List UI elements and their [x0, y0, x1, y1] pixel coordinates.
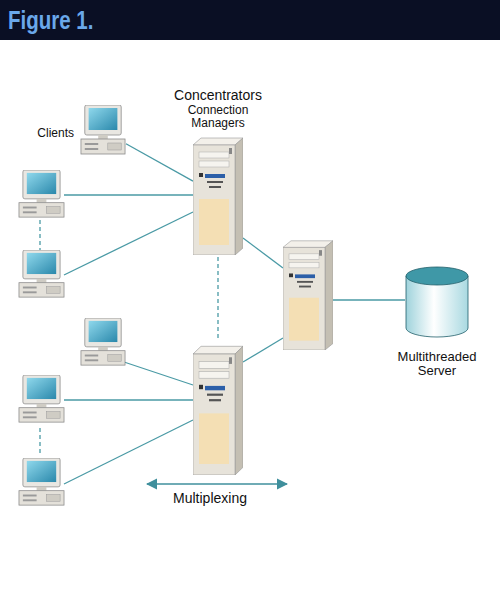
server-tower — [283, 241, 333, 350]
node-label: Clients — [26, 127, 74, 140]
title-bar: Figure 1. — [0, 0, 500, 40]
client-computer — [19, 250, 64, 297]
client-computer — [19, 458, 64, 505]
client-computer — [81, 318, 125, 365]
client-computer: Clients — [80, 105, 126, 157]
network-link — [126, 144, 193, 181]
client-computer-shape — [80, 105, 126, 157]
dashed-continuation — [40, 220, 218, 455]
node-label: Multithreaded Server — [387, 350, 487, 379]
concentrator-tower: ConcentratorsConnection Managers — [193, 135, 243, 255]
client-computer — [19, 170, 64, 217]
database-cylinder: Multithreaded Server — [405, 266, 469, 338]
node-label: Connection Managers — [180, 104, 256, 130]
concentrator-tower — [193, 346, 243, 475]
database-cylinder-shape — [405, 266, 469, 338]
node-label: Concentrators — [155, 88, 281, 103]
concentrator-tower-shape — [193, 135, 243, 255]
client-computer — [19, 375, 64, 422]
figure-title: Figure 1. — [8, 5, 93, 35]
multiplexing-arrow — [147, 483, 287, 484]
diagram-label: Multiplexing — [160, 490, 260, 506]
